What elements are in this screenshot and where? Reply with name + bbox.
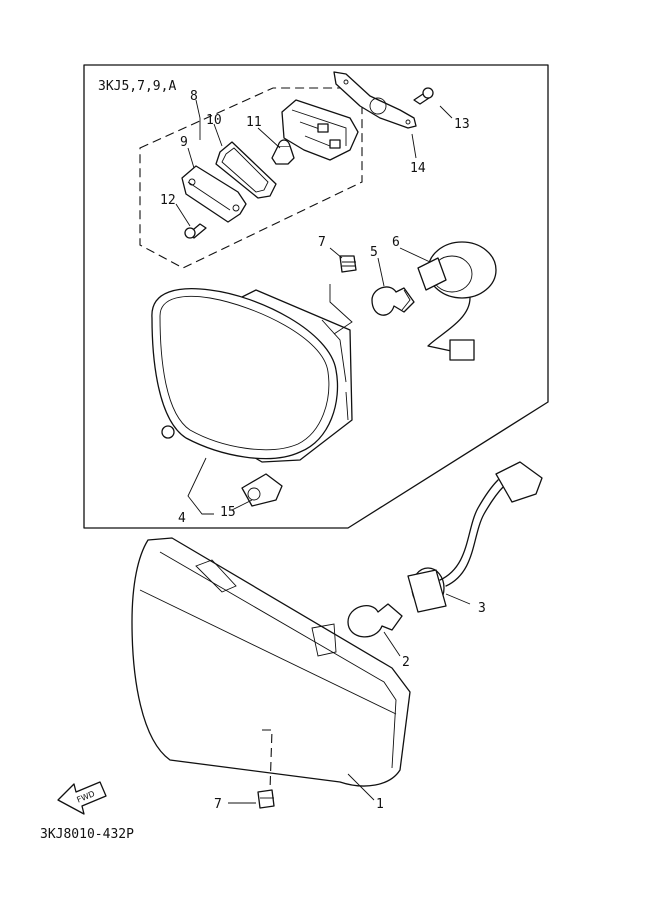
drawing-number: 3KJ8010-432P bbox=[40, 827, 134, 842]
callout-4: 4 bbox=[178, 511, 186, 526]
callout-12: 12 bbox=[160, 193, 176, 208]
screw-7-lower bbox=[257, 789, 275, 809]
tail-lamp-lens bbox=[131, 537, 411, 791]
callout-13: 13 bbox=[454, 117, 470, 132]
license-lamp-lens bbox=[181, 165, 247, 223]
screw-13 bbox=[413, 87, 434, 105]
screw-12 bbox=[184, 223, 207, 239]
group-code-label: 3KJ5,7,9,A bbox=[98, 79, 176, 94]
dashed-group-box bbox=[139, 87, 363, 269]
callout-15: 15 bbox=[220, 505, 236, 520]
headlight-unit-upper bbox=[151, 288, 353, 463]
screw-7-upper bbox=[339, 255, 357, 273]
callout-1: 1 bbox=[376, 797, 384, 812]
callout-6: 6 bbox=[392, 235, 400, 250]
bulb-5 bbox=[371, 286, 415, 316]
callout-11: 11 bbox=[246, 115, 262, 130]
callout-14: 14 bbox=[410, 161, 426, 176]
lamp-bulb-small bbox=[271, 139, 295, 165]
fwd-arrow: FWD bbox=[57, 781, 107, 815]
callout-7-lower: 7 bbox=[214, 797, 222, 812]
callout-8: 8 bbox=[190, 89, 198, 104]
callout-5: 5 bbox=[370, 245, 378, 260]
socket-15 bbox=[241, 473, 283, 507]
callout-9: 9 bbox=[180, 135, 188, 150]
leader-lines bbox=[175, 99, 471, 804]
socket-6 bbox=[417, 241, 497, 361]
callout-10: 10 bbox=[206, 113, 222, 128]
socket-3 bbox=[407, 461, 543, 613]
callout-2: 2 bbox=[402, 655, 410, 670]
lens-gasket bbox=[215, 141, 277, 199]
license-lamp-housing bbox=[281, 99, 359, 161]
subassembly-boundary bbox=[83, 64, 549, 529]
callout-3: 3 bbox=[478, 601, 486, 616]
bulb-2 bbox=[347, 603, 403, 638]
callout-7-upper: 7 bbox=[318, 235, 326, 250]
lamp-bracket bbox=[333, 71, 417, 129]
